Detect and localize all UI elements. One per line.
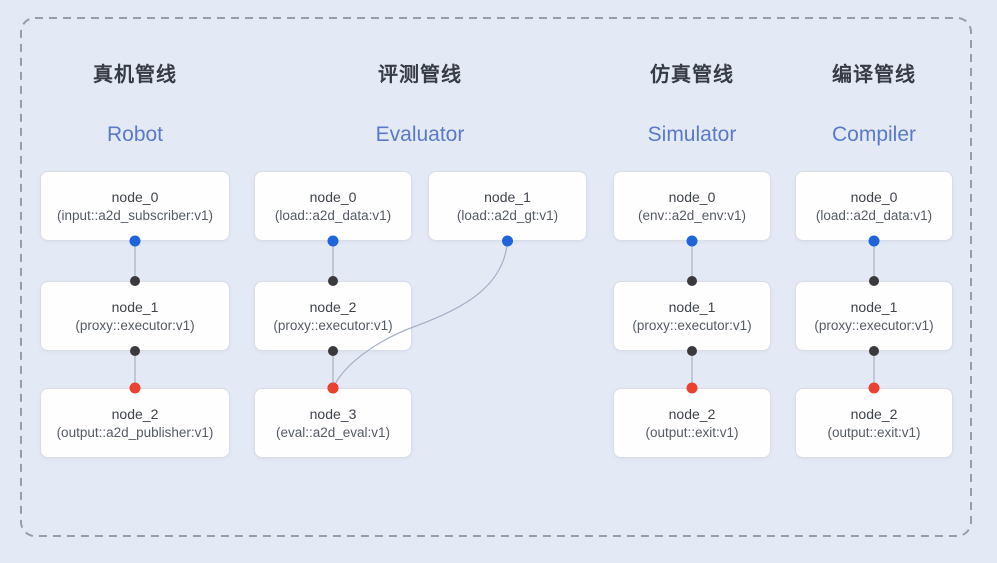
node-box-simulator-node_1: node_1(proxy::executor:v1) — [613, 281, 771, 351]
pipeline-title-en: Evaluator — [375, 123, 465, 146]
node-subtitle: (proxy::executor:v1) — [814, 317, 934, 333]
pipeline-title-en: Compiler — [831, 123, 917, 146]
node-subtitle: (proxy::executor:v1) — [632, 317, 752, 333]
pipeline-title-cn: 评测管线 — [378, 64, 462, 86]
node-subtitle: (load::a2d_data:v1) — [274, 207, 392, 223]
node-title: node_2 — [668, 405, 716, 422]
node-title: node_3 — [309, 405, 357, 422]
node-box-simulator-node_2: node_2(output::exit:v1) — [613, 388, 771, 458]
node-subtitle: (output::exit:v1) — [645, 424, 739, 440]
node-box-robot-node_0: node_0(input::a2d_subscriber:v1) — [40, 171, 230, 241]
node-box-evaluator-node_3: node_3(eval::a2d_eval:v1) — [254, 388, 412, 458]
node-subtitle: (load::a2d_data:v1) — [815, 207, 933, 223]
node-subtitle: (proxy::executor:v1) — [273, 317, 393, 333]
node-subtitle: (output::exit:v1) — [827, 424, 921, 440]
pipeline-title-en: Robot — [106, 123, 164, 146]
node-subtitle: (eval::a2d_eval:v1) — [275, 424, 391, 440]
node-subtitle: (input::a2d_subscriber:v1) — [56, 207, 214, 223]
frame-border — [20, 17, 972, 537]
node-box-evaluator-node_1: node_1(load::a2d_gt:v1) — [428, 171, 587, 241]
node-title: node_0 — [111, 188, 159, 205]
node-box-robot-node_2: node_2(output::a2d_publisher:v1) — [40, 388, 230, 458]
node-subtitle: (output::a2d_publisher:v1) — [56, 424, 214, 440]
pipeline-header-evaluator: 评测管线 Evaluator — [310, 62, 530, 146]
pipeline-title-cn: 编译管线 — [832, 64, 916, 86]
node-subtitle: (env::a2d_env:v1) — [637, 207, 747, 223]
node-title: node_1 — [668, 298, 716, 315]
node-box-robot-node_1: node_1(proxy::executor:v1) — [40, 281, 230, 351]
node-box-compiler-node_2: node_2(output::exit:v1) — [795, 388, 953, 458]
node-box-simulator-node_0: node_0(env::a2d_env:v1) — [613, 171, 771, 241]
node-box-compiler-node_1: node_1(proxy::executor:v1) — [795, 281, 953, 351]
pipeline-header-robot: 真机管线 Robot — [25, 62, 245, 146]
node-title: node_1 — [850, 298, 898, 315]
node-title: node_0 — [850, 188, 898, 205]
node-title: node_2 — [850, 405, 898, 422]
node-subtitle: (proxy::executor:v1) — [75, 317, 195, 333]
node-box-evaluator-node_2: node_2(proxy::executor:v1) — [254, 281, 412, 351]
node-title: node_0 — [668, 188, 716, 205]
pipeline-title-cn: 真机管线 — [93, 64, 177, 86]
node-title: node_0 — [309, 188, 357, 205]
node-title: node_1 — [111, 298, 159, 315]
node-title: node_1 — [484, 188, 531, 205]
node-title: node_2 — [111, 405, 159, 422]
node-box-evaluator-node_0: node_0(load::a2d_data:v1) — [254, 171, 412, 241]
node-title: node_2 — [309, 298, 357, 315]
node-subtitle: (load::a2d_gt:v1) — [456, 207, 559, 223]
pipeline-header-compiler: 编译管线 Compiler — [764, 62, 984, 146]
node-box-compiler-node_0: node_0(load::a2d_data:v1) — [795, 171, 953, 241]
